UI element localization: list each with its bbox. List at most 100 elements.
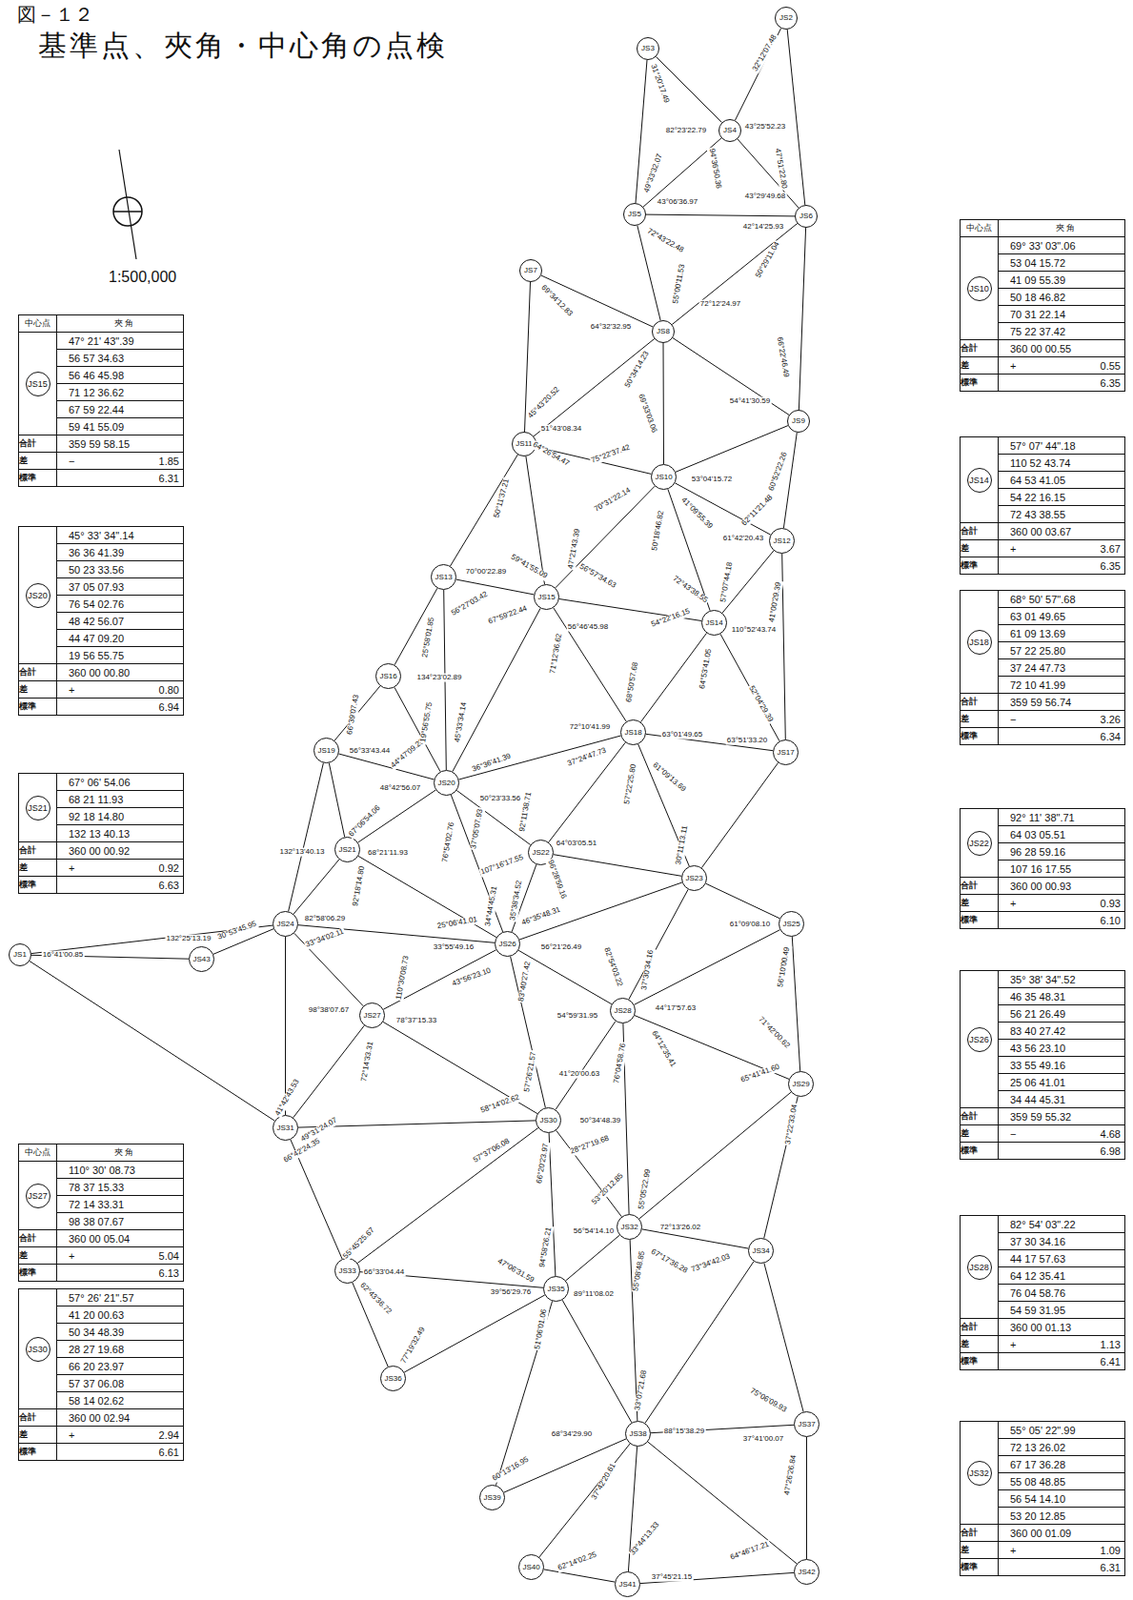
center-point-label: JS20 <box>27 590 48 601</box>
angle-value: 43 56 23.10 <box>1010 1042 1066 1054</box>
station-label: JS34 <box>751 1247 769 1255</box>
north-cross <box>113 210 142 213</box>
header-label: 夾 角 <box>114 318 135 328</box>
station-circle: JS23 <box>681 865 708 891</box>
angle-cell: 61 09 13.69 <box>998 625 1126 643</box>
angle-cell: 47° 21' 43".39 <box>57 332 184 350</box>
angle-label: 53°20'12.85 <box>589 1171 627 1208</box>
row-heading: 合計 <box>19 845 37 855</box>
angle-value: 57° 07' 44".18 <box>1010 440 1076 452</box>
survey-line <box>737 139 799 208</box>
table-row: 合計360 00 01.13 <box>960 1318 1126 1336</box>
angle-cell: 57 37 06.08 <box>57 1375 184 1393</box>
angle-label: 72°14'33.31 <box>360 1039 376 1083</box>
row-heading: 標準 <box>960 730 978 741</box>
station-circle: JS18 <box>620 719 647 746</box>
survey-line <box>456 579 534 595</box>
row-heading: 合計 <box>19 438 37 448</box>
station-circle: JS43 <box>188 946 215 972</box>
angle-label: 76°04'58.76 <box>612 1041 628 1085</box>
angle-value: 107 16 17.55 <box>1010 863 1072 875</box>
table-row: 98 38 07.67 <box>19 1213 184 1231</box>
center-point-circle: JS14 <box>967 467 992 493</box>
standard-cell: 6.10 <box>998 911 1126 930</box>
angle-label: 56°57'34.63 <box>577 562 619 591</box>
row-heading: 標準 <box>960 560 978 570</box>
row-heading-cell: 合計 <box>960 877 999 895</box>
angle-label: 46°35'48.31 <box>520 905 564 929</box>
center-point-circle: JS21 <box>25 795 51 821</box>
station-label: JS42 <box>797 1568 815 1577</box>
angle-value: 66 20 23.97 <box>68 1360 124 1373</box>
station-label: JS14 <box>705 619 723 628</box>
angle-table-grid: JS1868° 50' 57".6863 01 49.6561 09 13.69… <box>959 589 1126 746</box>
survey-line <box>284 936 286 1115</box>
total-cell: 360 00 01.09 <box>998 1524 1126 1542</box>
standard-value: 6.35 <box>1100 560 1121 572</box>
angle-table-body: JS2635° 38' 34".5246 35 48.3156 21 26.49… <box>960 971 1126 1160</box>
angle-value: 19 56 55.75 <box>68 649 124 662</box>
difference-cell: +1.09 <box>998 1541 1126 1559</box>
row-heading: 合計 <box>19 667 37 677</box>
angle-cell: 34 44 45.31 <box>998 1091 1126 1109</box>
station-label: JS21 <box>338 846 356 854</box>
table-row: 標準6.31 <box>19 469 184 487</box>
row-heading-cell: 標準 <box>19 1443 58 1461</box>
angle-table-grid: JS2882° 54' 03".2237 30 34.1644 17 57.63… <box>959 1214 1126 1371</box>
table-row: JS3057° 26' 21".57 <box>19 1289 184 1307</box>
station-circle: JS28 <box>609 997 636 1024</box>
table-row: 差+2.94 <box>19 1426 184 1444</box>
angle-label: 31°20'17.49 <box>647 62 671 106</box>
angle-label: 25°06'41.01 <box>435 915 479 931</box>
station-circle: JS3 <box>636 37 660 61</box>
table-row: 差−4.68 <box>960 1125 1126 1143</box>
sign: + <box>1010 1544 1016 1557</box>
angle-table: JS1868° 50' 57".6863 01 49.6561 09 13.69… <box>959 589 1126 746</box>
table-row: JS2167° 06' 54.06 <box>19 773 184 791</box>
angle-cell: 64 12 35.41 <box>998 1267 1126 1285</box>
survey-line <box>647 1441 797 1564</box>
angle-cell: 58 14 02.62 <box>57 1392 184 1410</box>
row-heading-cell: 差 <box>960 1125 999 1143</box>
angle-cell: 55° 05' 22".99 <box>998 1421 1126 1439</box>
angle-value: 64 12 35.41 <box>1010 1270 1066 1282</box>
total-value: 360 00 05.04 <box>68 1233 130 1245</box>
angle-cell: 50 34 48.39 <box>57 1323 184 1341</box>
station-label: JS15 <box>537 593 555 602</box>
survey-line <box>518 950 612 1004</box>
difference-box: +3.67 <box>1010 543 1121 555</box>
station-label: JS29 <box>791 1080 810 1089</box>
table-row: 合計359 59 55.32 <box>960 1108 1126 1126</box>
station-label: JS8 <box>656 327 670 336</box>
center-cell: JS32 <box>960 1421 999 1525</box>
angle-label: 66°39'07.43 <box>345 692 362 736</box>
table-row: 差+0.80 <box>19 681 184 699</box>
center-point-circle: JS27 <box>25 1183 51 1209</box>
row-heading-cell: 差 <box>19 1426 58 1444</box>
difference-box: −3.26 <box>1010 713 1121 726</box>
standard-cell: 6.34 <box>998 728 1126 746</box>
center-cell: JS28 <box>960 1215 999 1319</box>
angle-cell: 92 18 14.80 <box>57 808 184 826</box>
table-row: 標準6.98 <box>960 1142 1126 1160</box>
difference-cell: +0.80 <box>57 681 184 699</box>
center-cell: JS15 <box>19 332 58 436</box>
angle-label: 96°28'59.16 <box>545 858 568 902</box>
angle-value: 45° 33' 34".14 <box>68 529 135 542</box>
angle-cell: 63 01 49.65 <box>998 607 1126 626</box>
angle-label: 107°16'17.55 <box>478 852 526 877</box>
row-heading-cell: 標準 <box>960 1142 999 1160</box>
station-circle: JS13 <box>430 564 457 590</box>
angle-value: 59 41 55.09 <box>68 421 124 433</box>
station-circle: JS5 <box>623 202 647 226</box>
table-row: 72 43 38.55 <box>960 505 1126 524</box>
angle-label: 25°58'01.85 <box>421 615 437 659</box>
angle-cell: 41 09 55.39 <box>998 271 1126 289</box>
station-circle: JS9 <box>787 409 810 433</box>
total-cell: 359 59 56.74 <box>998 693 1126 711</box>
angle-label: 47°06'31.59 <box>495 1256 537 1286</box>
angle-value: 50 18 46.82 <box>1010 291 1066 304</box>
table-row: 72 10 41.99 <box>960 676 1126 694</box>
angle-table-grid: 中心点夾 角JS1069° 33' 03".0653 04 15.7241 09… <box>959 219 1126 392</box>
angle-label: 50°34'48.39 <box>579 1116 623 1126</box>
